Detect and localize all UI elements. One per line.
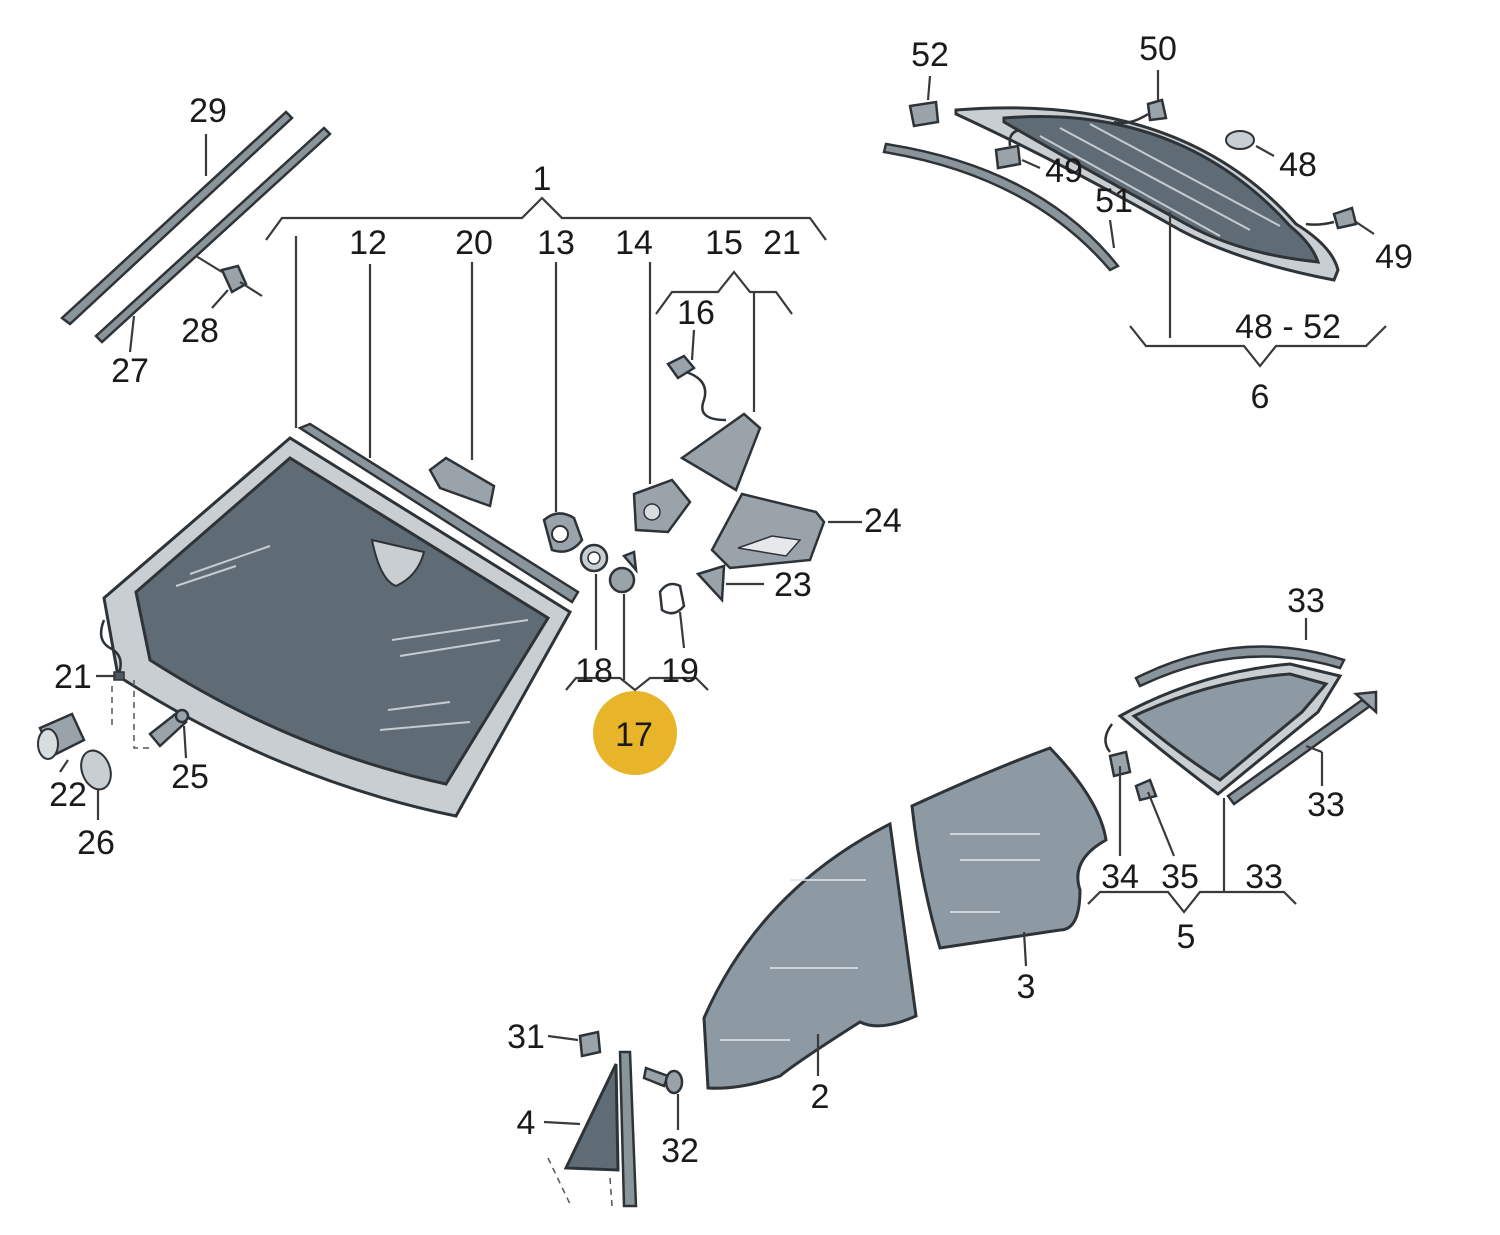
label-51: 51 <box>1095 182 1133 220</box>
label-33-right: 33 <box>1307 786 1345 824</box>
label-20: 20 <box>455 224 493 262</box>
stud-25 <box>148 708 190 748</box>
disc-26 <box>80 749 112 791</box>
label-49-right: 49 <box>1375 238 1413 276</box>
label-26: 26 <box>77 824 115 862</box>
label-32: 32 <box>661 1132 699 1170</box>
connectors-34-35 <box>1104 723 1158 802</box>
label-52: 52 <box>911 36 949 74</box>
label-33-top: 33 <box>1287 582 1325 620</box>
mirror-mount-22 <box>37 712 86 760</box>
label-3: 3 <box>1017 968 1036 1006</box>
label-33-bottom: 33 <box>1245 858 1283 896</box>
quarter-seal-top <box>1134 645 1346 688</box>
label-24: 24 <box>864 502 902 540</box>
rear-window <box>954 106 1340 282</box>
quarter-seal-right <box>1226 690 1378 806</box>
sensor-17 <box>608 550 638 594</box>
roof-molding-27 <box>94 126 332 344</box>
label-1: 1 <box>533 160 552 198</box>
clip-31 <box>578 1030 602 1058</box>
label-49-top: 49 <box>1045 152 1083 190</box>
label-6: 6 <box>1251 378 1270 416</box>
cover-20 <box>428 456 496 508</box>
label-15: 15 <box>705 224 743 262</box>
dash-leaders <box>111 680 154 749</box>
door-glass-rear <box>910 746 1108 950</box>
label-17: 17 <box>615 716 653 754</box>
label-2: 2 <box>811 1078 830 1116</box>
vent-window <box>547 1050 638 1208</box>
callout-labels: 1 12 20 13 14 15 21 16 24 23 18 19 17 29… <box>49 30 1413 1170</box>
label-14: 14 <box>615 224 653 262</box>
label-27: 27 <box>111 352 149 390</box>
trim-24 <box>710 492 826 570</box>
label-21-top: 21 <box>763 224 801 262</box>
label-12: 12 <box>349 224 387 262</box>
label-16: 16 <box>677 294 715 332</box>
ring-18 <box>579 543 609 573</box>
roof-molding-29 <box>60 110 294 326</box>
label-23: 23 <box>774 566 812 604</box>
leader-lines <box>59 70 1387 1130</box>
clip-28 <box>220 264 263 297</box>
housing-14 <box>632 478 692 534</box>
label-4: 4 <box>517 1104 536 1142</box>
label-19: 19 <box>661 652 699 690</box>
label-31: 31 <box>507 1018 545 1056</box>
cover-15 <box>679 412 762 492</box>
bracket-13 <box>542 512 584 553</box>
label-29: 29 <box>189 92 227 130</box>
connector-50 <box>1113 98 1168 125</box>
clip-19 <box>658 582 686 615</box>
label-21-left: 21 <box>54 658 92 696</box>
part-48 <box>1225 130 1255 150</box>
door-glass-front <box>702 821 918 1090</box>
rear-seal-51 <box>882 142 1120 272</box>
windshield <box>102 436 573 818</box>
connector-49-top <box>994 128 1022 170</box>
highlight-circle <box>593 691 677 775</box>
label-18: 18 <box>575 652 613 690</box>
clip-23 <box>695 564 726 604</box>
quarter-glass <box>1117 662 1343 796</box>
label-48-52: 48 - 52 <box>1235 308 1341 346</box>
windshield-seal-12 <box>297 422 580 604</box>
label-35: 35 <box>1161 858 1199 896</box>
cable-16 <box>666 354 727 422</box>
label-50: 50 <box>1139 30 1177 68</box>
label-5: 5 <box>1177 918 1196 956</box>
label-34: 34 <box>1101 858 1139 896</box>
connector-49-right <box>1305 206 1358 230</box>
label-48: 48 <box>1279 146 1317 184</box>
label-28: 28 <box>181 312 219 350</box>
part-52 <box>908 100 940 128</box>
label-25: 25 <box>171 758 209 796</box>
label-13: 13 <box>537 224 575 262</box>
label-22: 22 <box>49 776 87 814</box>
screw-32 <box>642 1066 684 1095</box>
